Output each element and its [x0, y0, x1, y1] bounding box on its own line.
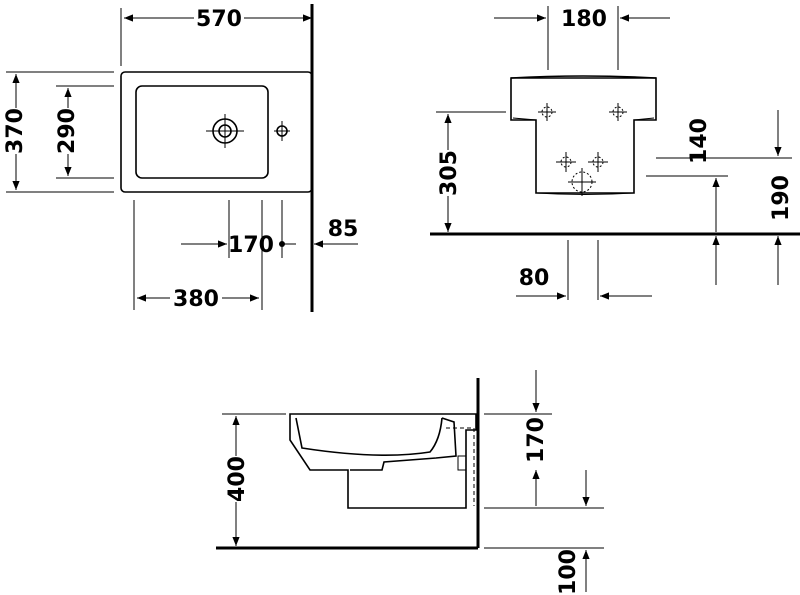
dim-width: 570	[196, 7, 242, 32]
fixing-left-icon	[538, 103, 556, 121]
supply-right-icon	[588, 152, 608, 172]
tap-hole-icon	[274, 121, 290, 141]
top-view: 570 370 290 170 85 380	[2, 4, 358, 312]
dim-wall-gap: 85	[328, 217, 359, 242]
waste-icon	[568, 168, 596, 196]
drain-icon	[206, 114, 244, 148]
supply-left-icon	[556, 152, 576, 172]
dim-bowl-depth: 290	[55, 108, 80, 154]
fixing-right-icon	[609, 103, 627, 121]
bidet-profile	[289, 413, 477, 509]
front-view: 180 305 140 190 80	[430, 6, 800, 300]
dim-height: 400	[225, 456, 250, 502]
bidet-bowl	[295, 417, 443, 456]
basin-outline	[120, 71, 313, 193]
dim-tap-height-a: 140	[687, 118, 712, 164]
dim-tap-offset: 170	[228, 233, 274, 258]
dim-tap-height-b: 190	[769, 175, 794, 221]
dim-bottom-100: 100	[556, 549, 581, 595]
dim-basin-width: 380	[173, 287, 219, 312]
dim-fixing-height: 305	[437, 150, 462, 196]
dim-offset-80: 80	[519, 266, 550, 291]
basin-rim	[510, 75, 657, 79]
side-view: 400 170 100	[216, 370, 604, 595]
basin-bowl	[135, 85, 269, 179]
dim-fixing-spacing: 180	[561, 7, 607, 32]
dim-depth: 370	[3, 108, 28, 154]
dim-bracket-170: 170	[524, 417, 549, 463]
